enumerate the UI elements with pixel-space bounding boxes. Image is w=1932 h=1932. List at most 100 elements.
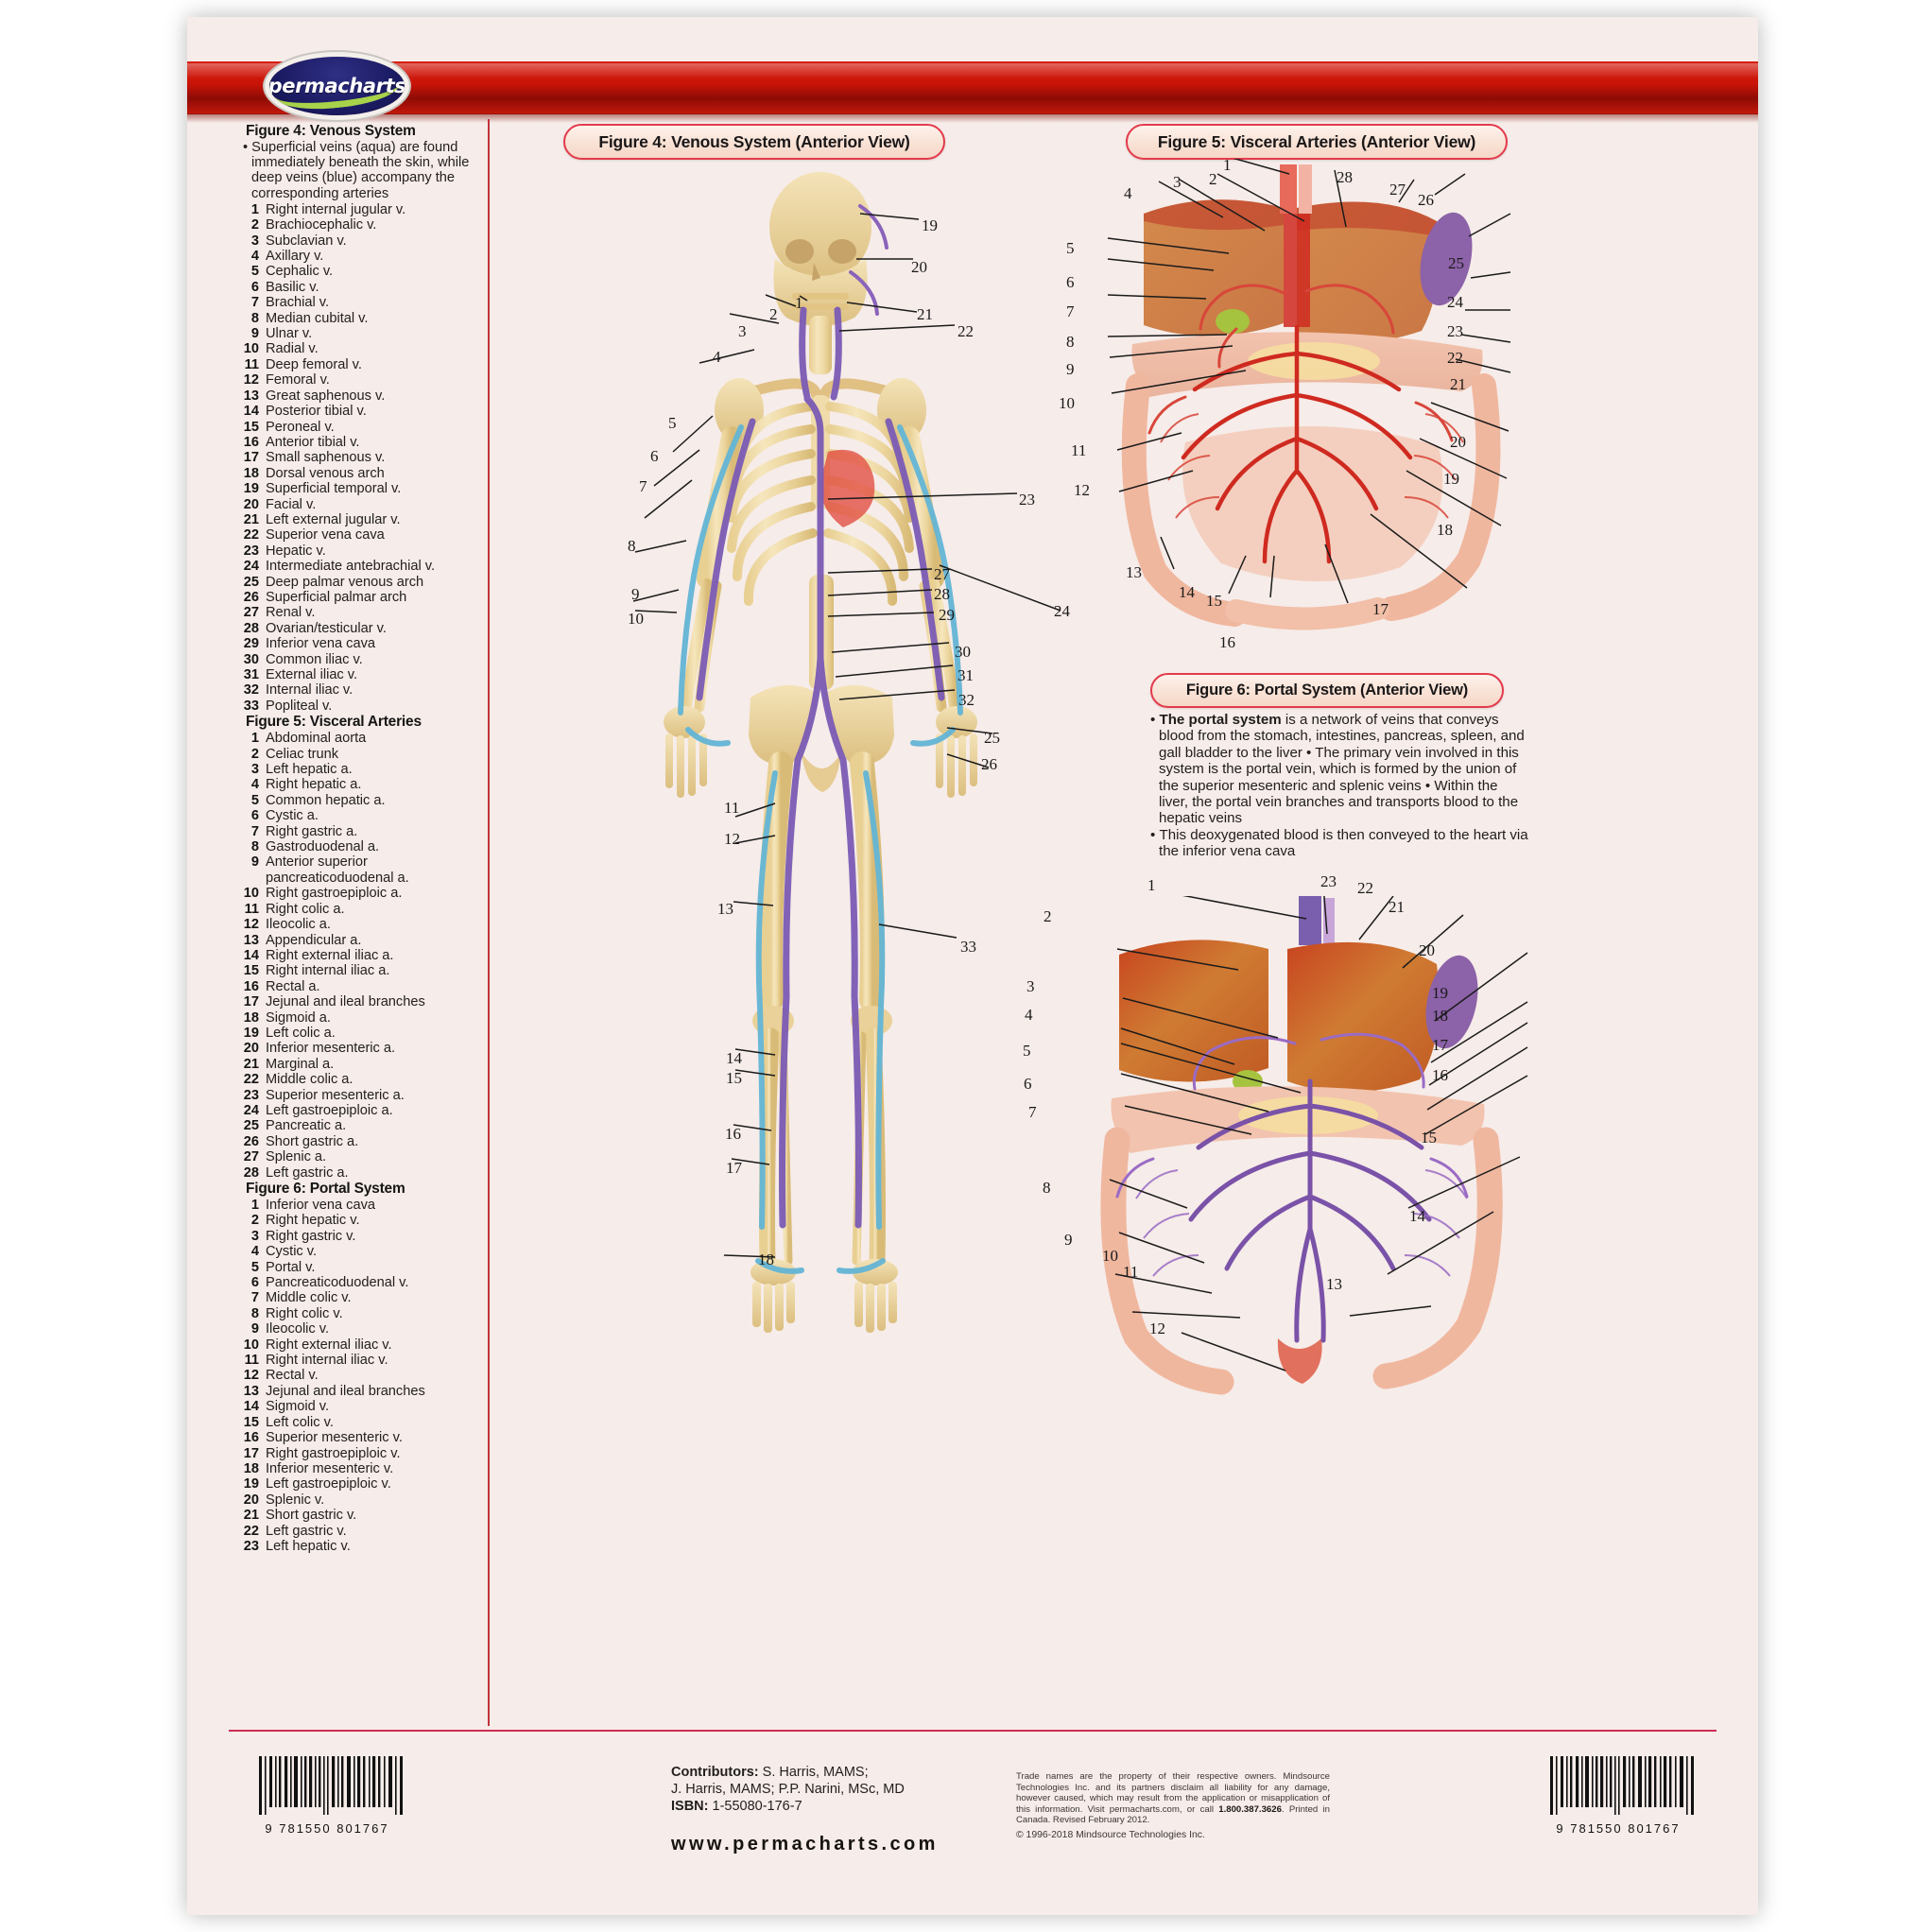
legend-item-number: 20 [243,1041,259,1057]
website-link[interactable]: www.permacharts.com [671,1834,939,1854]
leader-number: 24 [1054,602,1070,620]
legend-item-number: 5 [250,792,259,808]
legend-item-number: 17 [243,450,259,466]
leader-number: 8 [628,537,636,555]
legal-body-2: . Printed in Canada. Revised February 20… [1016,1803,1330,1826]
legend-item-label: Femoral v. [266,372,330,388]
leader-number: 14 [726,1049,742,1067]
legend-item-number: 32 [243,682,259,699]
legend-item-label: Deep palmar venous arch [266,574,424,590]
legend-item-label: Common hepatic a. [266,792,386,808]
leader-number: 4 [713,348,721,366]
figure5-title-text: Figure 5: Visceral Arteries (Anterior Vi… [1157,131,1476,151]
figure6-title-pill: Figure 6: Portal System (Anterior View) [1150,673,1504,708]
legend-item-label: Ileocolic v. [266,1321,330,1337]
legend-item-number: 16 [243,1430,259,1446]
barcode-right-number: 9 781550 801767 [1556,1821,1681,1836]
legend-item-label: Celiac trunk [266,746,339,762]
legend-item-number: 16 [243,434,259,450]
legend-item-label: Right gastric a. [266,823,358,839]
legend-item-label: Portal v. [266,1259,316,1275]
legend-item-number: 6 [250,1275,259,1291]
legend-item-label: Right hepatic a. [266,777,362,793]
legend-item-label: Deep femoral v. [266,356,362,372]
figure4-title-pill: Figure 4: Venous System (Anterior View) [563,124,945,160]
legend-item-number: 18 [243,1460,259,1476]
legend-item-label: Ileocolic a. [266,917,331,933]
legend-item-number: 14 [243,947,259,963]
legal-phone: 1.800.387.3626 [1218,1803,1282,1815]
leader-number: 29 [939,606,955,624]
legend-item-number: 15 [243,1414,259,1430]
legend-item-label: Peroneal v. [266,419,335,435]
leader-number: 22 [1447,349,1463,367]
leader-number: 12 [1074,481,1090,499]
legend-item-number: 8 [250,310,259,326]
legend-item-number: 10 [243,1337,259,1353]
leader-number: 28 [1337,168,1353,186]
leader-number: 19 [1432,984,1448,1002]
leader-number: 32 [958,691,975,709]
leader-number: 23 [1320,872,1337,890]
legend-item-label: Subclavian v. [266,233,347,249]
legend-item-number: 33 [243,698,259,714]
legend-item-number: 13 [243,388,259,404]
legend-item: 2 Brachiocephalic v. [236,217,480,233]
legend-item-number: 25 [243,1118,259,1134]
legend-item-number: 29 [243,636,259,652]
legend-item-number: 8 [250,839,259,855]
leader-number: 15 [1421,1129,1437,1147]
skeleton-venous-svg [632,172,1061,1333]
contributors-value-2: J. Harris, MAMS; P.P. Narini, MSc, MD [671,1782,905,1797]
legend-item-number: 30 [243,651,259,667]
legend-item-label: Left hepatic v. [266,1538,351,1554]
legend-item-number: 23 [243,1538,259,1554]
legend-item-label: Right gastroepiploic v. [266,1445,401,1461]
legend-item-number: 17 [243,1445,259,1461]
legend-item-number: 1 [250,1198,259,1213]
legend-item-label: Median cubital v. [266,310,369,326]
copyright-line: © 1996-2018 Mindsource Technologies Inc. [1016,1829,1205,1840]
legend-item-label: Right external iliac a. [266,947,394,963]
legend-item-number: 2 [250,217,259,233]
leader-number: 9 [631,585,640,603]
leader-number: 6 [1066,273,1075,291]
leader-number: 27 [934,565,950,583]
legend-item-number: 3 [250,1228,259,1244]
legend-item-label: Left external jugular v. [266,511,401,527]
legend-item-label: Right colic v. [266,1305,343,1321]
legend-item-label: Brachiocephalic v. [266,217,377,233]
legend-item-label: Middle colic a. [266,1072,354,1088]
leader-number: 22 [957,322,974,340]
leader-number: 20 [911,258,927,276]
legend-item-number: 25 [243,574,259,590]
legend-item-number: 12 [243,917,259,933]
legend-item-label: Posterior tibial v. [266,404,367,420]
